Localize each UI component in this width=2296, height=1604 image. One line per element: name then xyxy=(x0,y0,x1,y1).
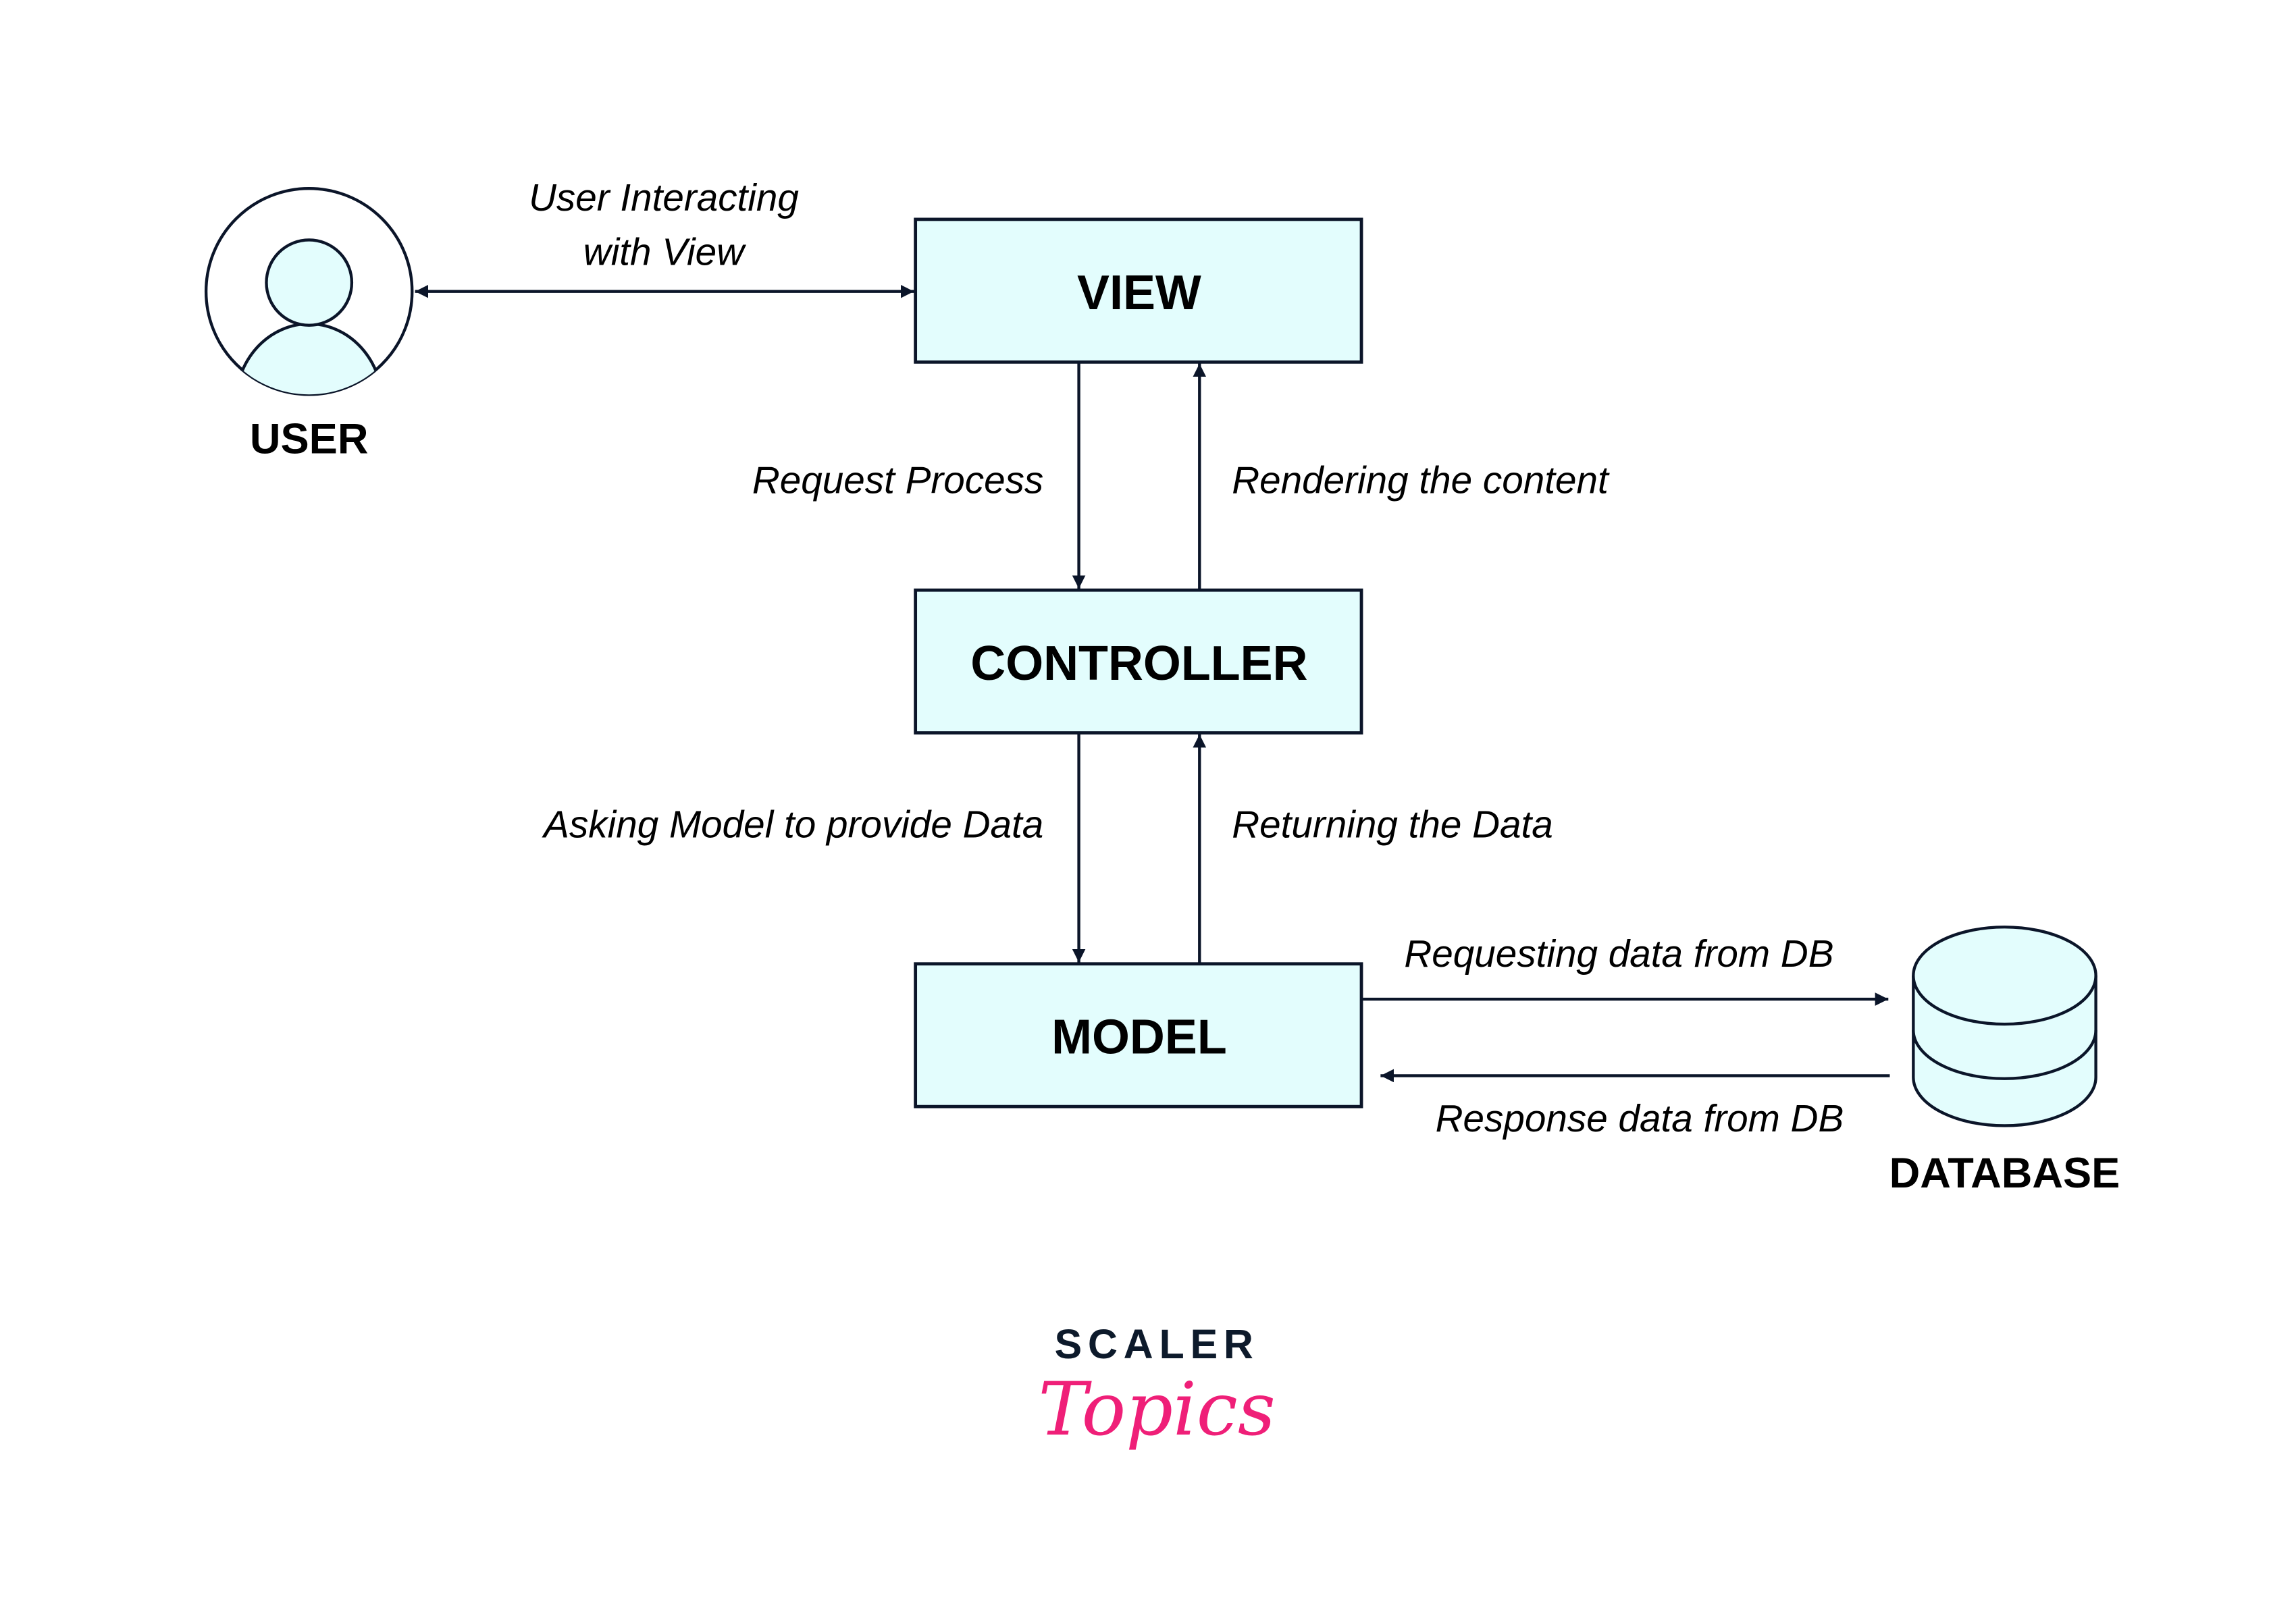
view-box: VIEW xyxy=(914,217,1363,364)
user-node: USER xyxy=(204,186,414,462)
controller-box: CONTROLLER xyxy=(914,588,1363,734)
model-box: MODEL xyxy=(914,962,1363,1108)
user-icon xyxy=(204,186,414,396)
database-icon xyxy=(1912,926,2097,1127)
user-view-label-2: with View xyxy=(583,231,746,273)
view-label: VIEW xyxy=(1077,266,1201,320)
response-db-label: Response data from DB xyxy=(1436,1098,1844,1140)
asking-model-label: Asking Model to provide Data xyxy=(542,803,1043,846)
logo-scaler-text: SCALER xyxy=(1054,1321,1259,1367)
user-label: USER xyxy=(250,415,369,462)
rendering-label: Rendering the content xyxy=(1232,459,1610,502)
request-process-label: Request Process xyxy=(752,459,1043,502)
model-label: MODEL xyxy=(1051,1011,1227,1065)
user-view-label-1: User Interacting xyxy=(529,177,799,219)
scaler-topics-logo: SCALER Topics xyxy=(1038,1321,1275,1452)
controller-label: CONTROLLER xyxy=(970,637,1307,691)
logo-topics-text: Topics xyxy=(1038,1366,1275,1452)
returning-data-label: Returning the Data xyxy=(1232,803,1553,846)
database-label: DATABASE xyxy=(1889,1150,2120,1197)
request-db-label: Requesting data from DB xyxy=(1404,933,1833,975)
database-node: DATABASE xyxy=(1889,926,2120,1197)
